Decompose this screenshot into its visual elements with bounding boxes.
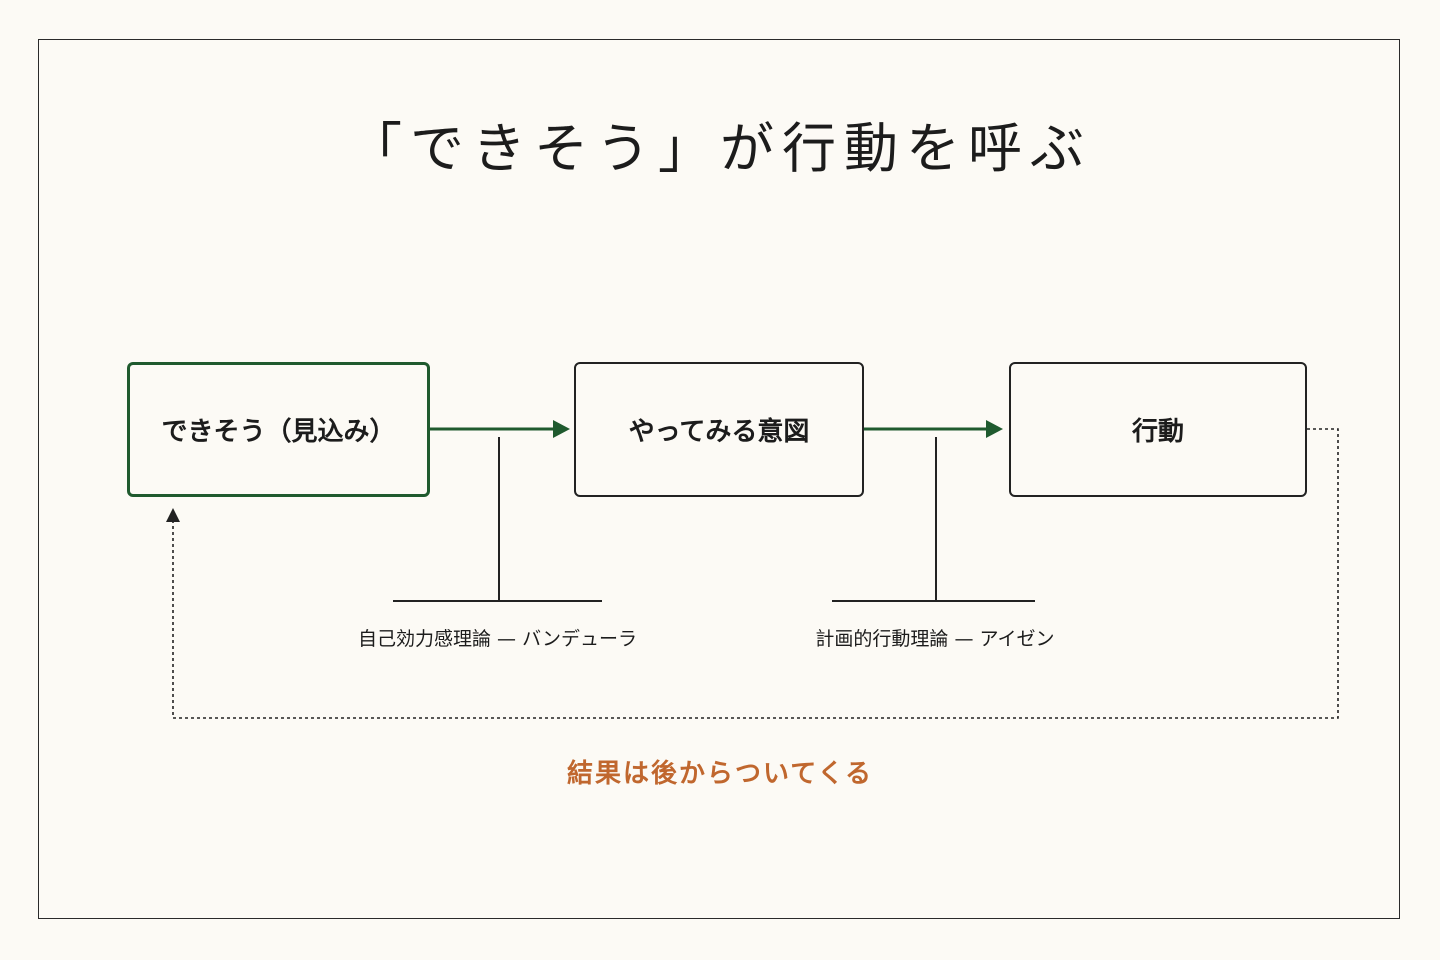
box-expectation: できそう（見込み） (127, 362, 430, 497)
theory-label-self-efficacy: 自己効力感理論 — バンデューラ (357, 628, 638, 650)
box-intention-label: やってみる意図 (628, 417, 810, 447)
theory-label-planned-behavior: 計画的行動理論 — アイゼン (815, 628, 1055, 650)
feedback-arrowhead (166, 508, 180, 522)
arrowhead-action (986, 420, 1003, 438)
box-action: 行動 (1009, 362, 1307, 497)
page-title: 「できそう」が行動を呼ぶ (348, 117, 1092, 180)
box-action-label: 行動 (1131, 417, 1184, 447)
box-intention: やってみる意図 (574, 362, 864, 497)
box-expectation-label: できそう（見込み） (161, 417, 396, 447)
result-caption: 結果は後からついてくる (567, 759, 873, 789)
arrowhead-intention (553, 420, 570, 438)
feedback-loop-dotted (172, 428, 1339, 719)
outer-frame (38, 39, 1400, 919)
